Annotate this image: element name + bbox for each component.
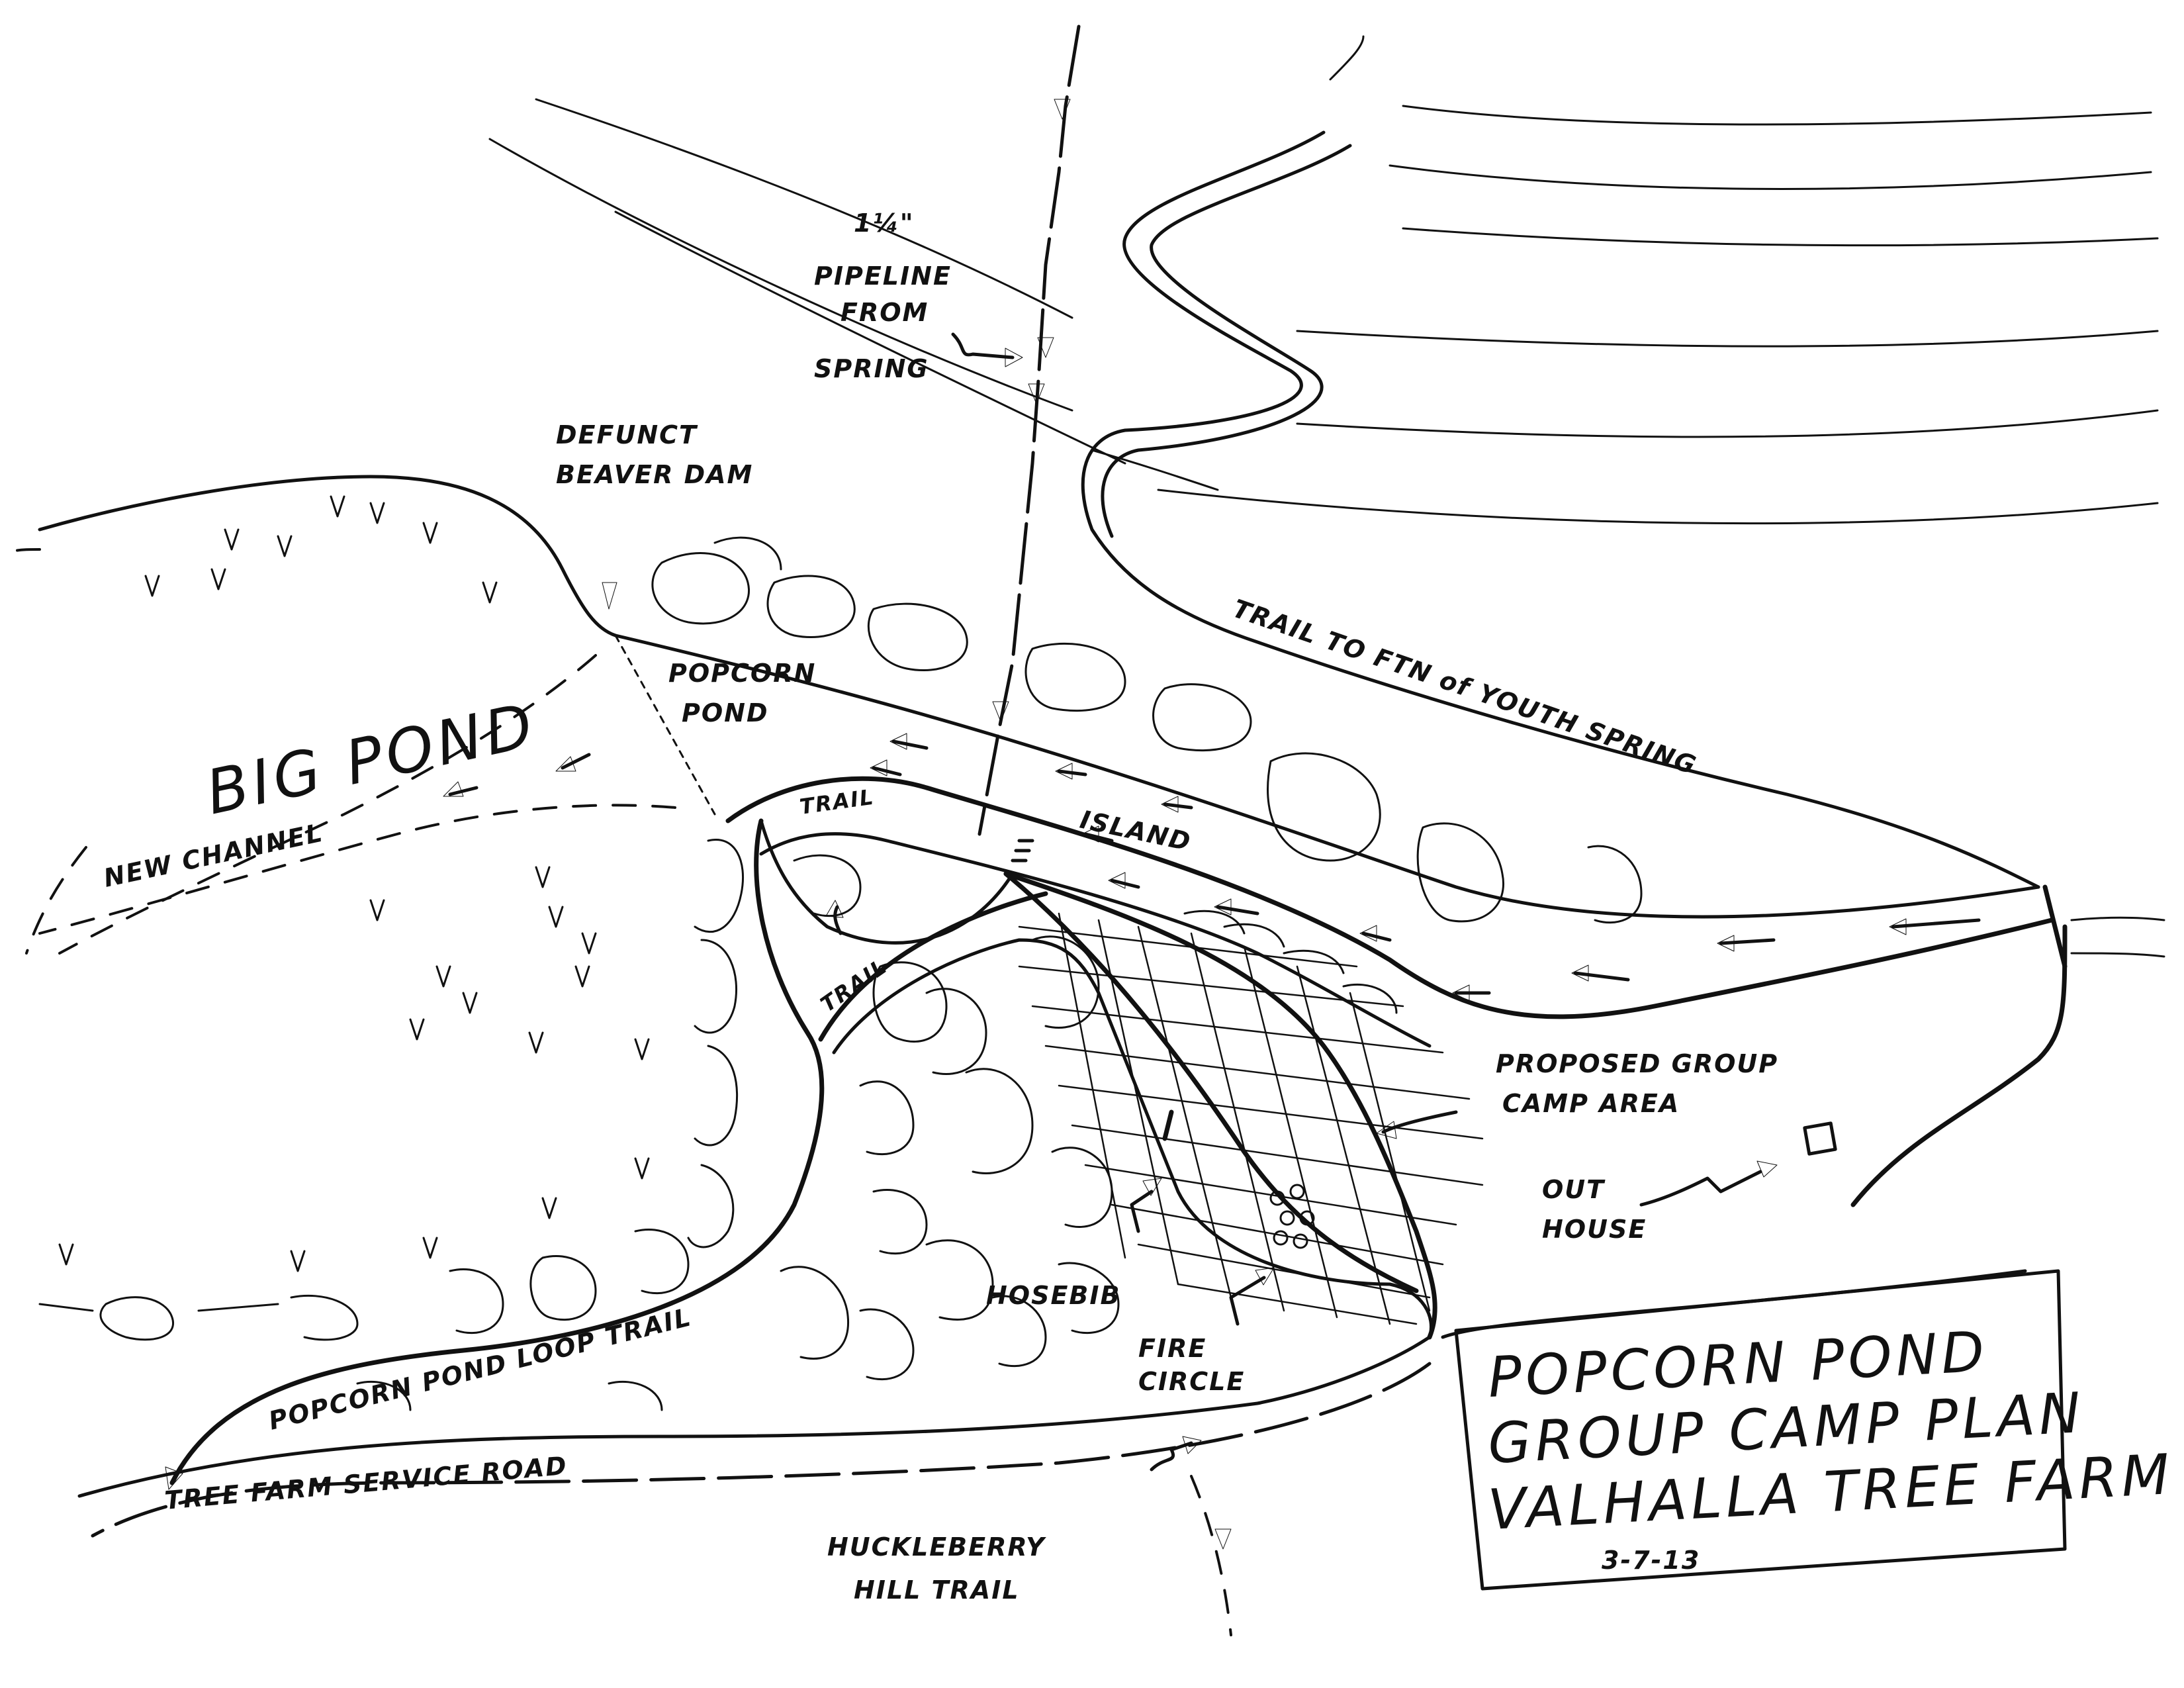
label-pipeline-size: 1¼" [854,209,915,238]
label-new-channel: NEW CHANNEL [101,818,326,893]
label-fire-2: CIRCLE [1138,1367,1245,1396]
leader-arrows [825,332,1202,1472]
label-fire-1: FIRE [1138,1334,1206,1363]
label-trail-upper: TRAIL [798,784,876,819]
huckleberry-trail-line [1190,1475,1232,1636]
upper-ridge-lines [488,35,1365,491]
label-popcorn-pond-2: POND [682,698,769,727]
trail-to-spring [1081,130,2040,889]
label-pipeline-1: PIPELINE [814,261,952,291]
hosebib-marker [1130,1109,1174,1233]
label-defunct-2: BEAVER DAM [556,460,753,489]
label-outhouse-1: OUT [1542,1175,1606,1204]
label-proposed-2: CAMP AREA [1502,1089,1680,1118]
label-defunct-1: DEFUNCT [556,420,698,449]
label-trail-lower: TRAIL [816,953,892,1017]
label-outhouse-2: HOUSE [1542,1215,1647,1244]
beaver-dam-marks [602,582,716,816]
label-hosebib: HOSEBIB [986,1281,1121,1310]
label-proposed-1: PROPOSED GROUP [1496,1049,1778,1078]
label-pipeline-2: FROM [841,298,929,327]
proposed-camp-area [1003,871,1484,1340]
new-channel-lines [25,654,676,955]
fire-circle-marker [1229,1184,1315,1326]
grass-tufts [58,495,650,1272]
label-pipeline-3: SPRING [814,354,929,383]
outhouse-marker [1639,1121,1837,1207]
title-date: 3-7-13 [1602,1546,1700,1575]
pipeline-line [978,24,1081,836]
label-popcorn-pond-1: POPCORN [668,659,816,688]
creek-channel [614,633,2068,1207]
label-loop-trail: POPCORN POND LOOP TRAIL [266,1302,695,1436]
label-big-pond: BIG POND [200,690,543,829]
label-huckleberry-1: HUCKLEBERRY [827,1532,1046,1562]
hillside-contours [1157,105,2165,958]
label-service-road: TREE FARM SERVICE ROAD [163,1451,569,1515]
title-block: POPCORN POND GROUP CAMP PLAN VALHALLA TR… [1454,1269,2175,1591]
boulders [38,536,1643,1411]
label-trail-to-spring: TRAIL TO FTN of YOUTH SPRING [1229,594,1700,780]
big-pond-hill-outline [5,475,617,637]
creek-flow-arrows [870,733,1981,1002]
label-huckleberry-2: HILL TRAIL [854,1575,1020,1605]
